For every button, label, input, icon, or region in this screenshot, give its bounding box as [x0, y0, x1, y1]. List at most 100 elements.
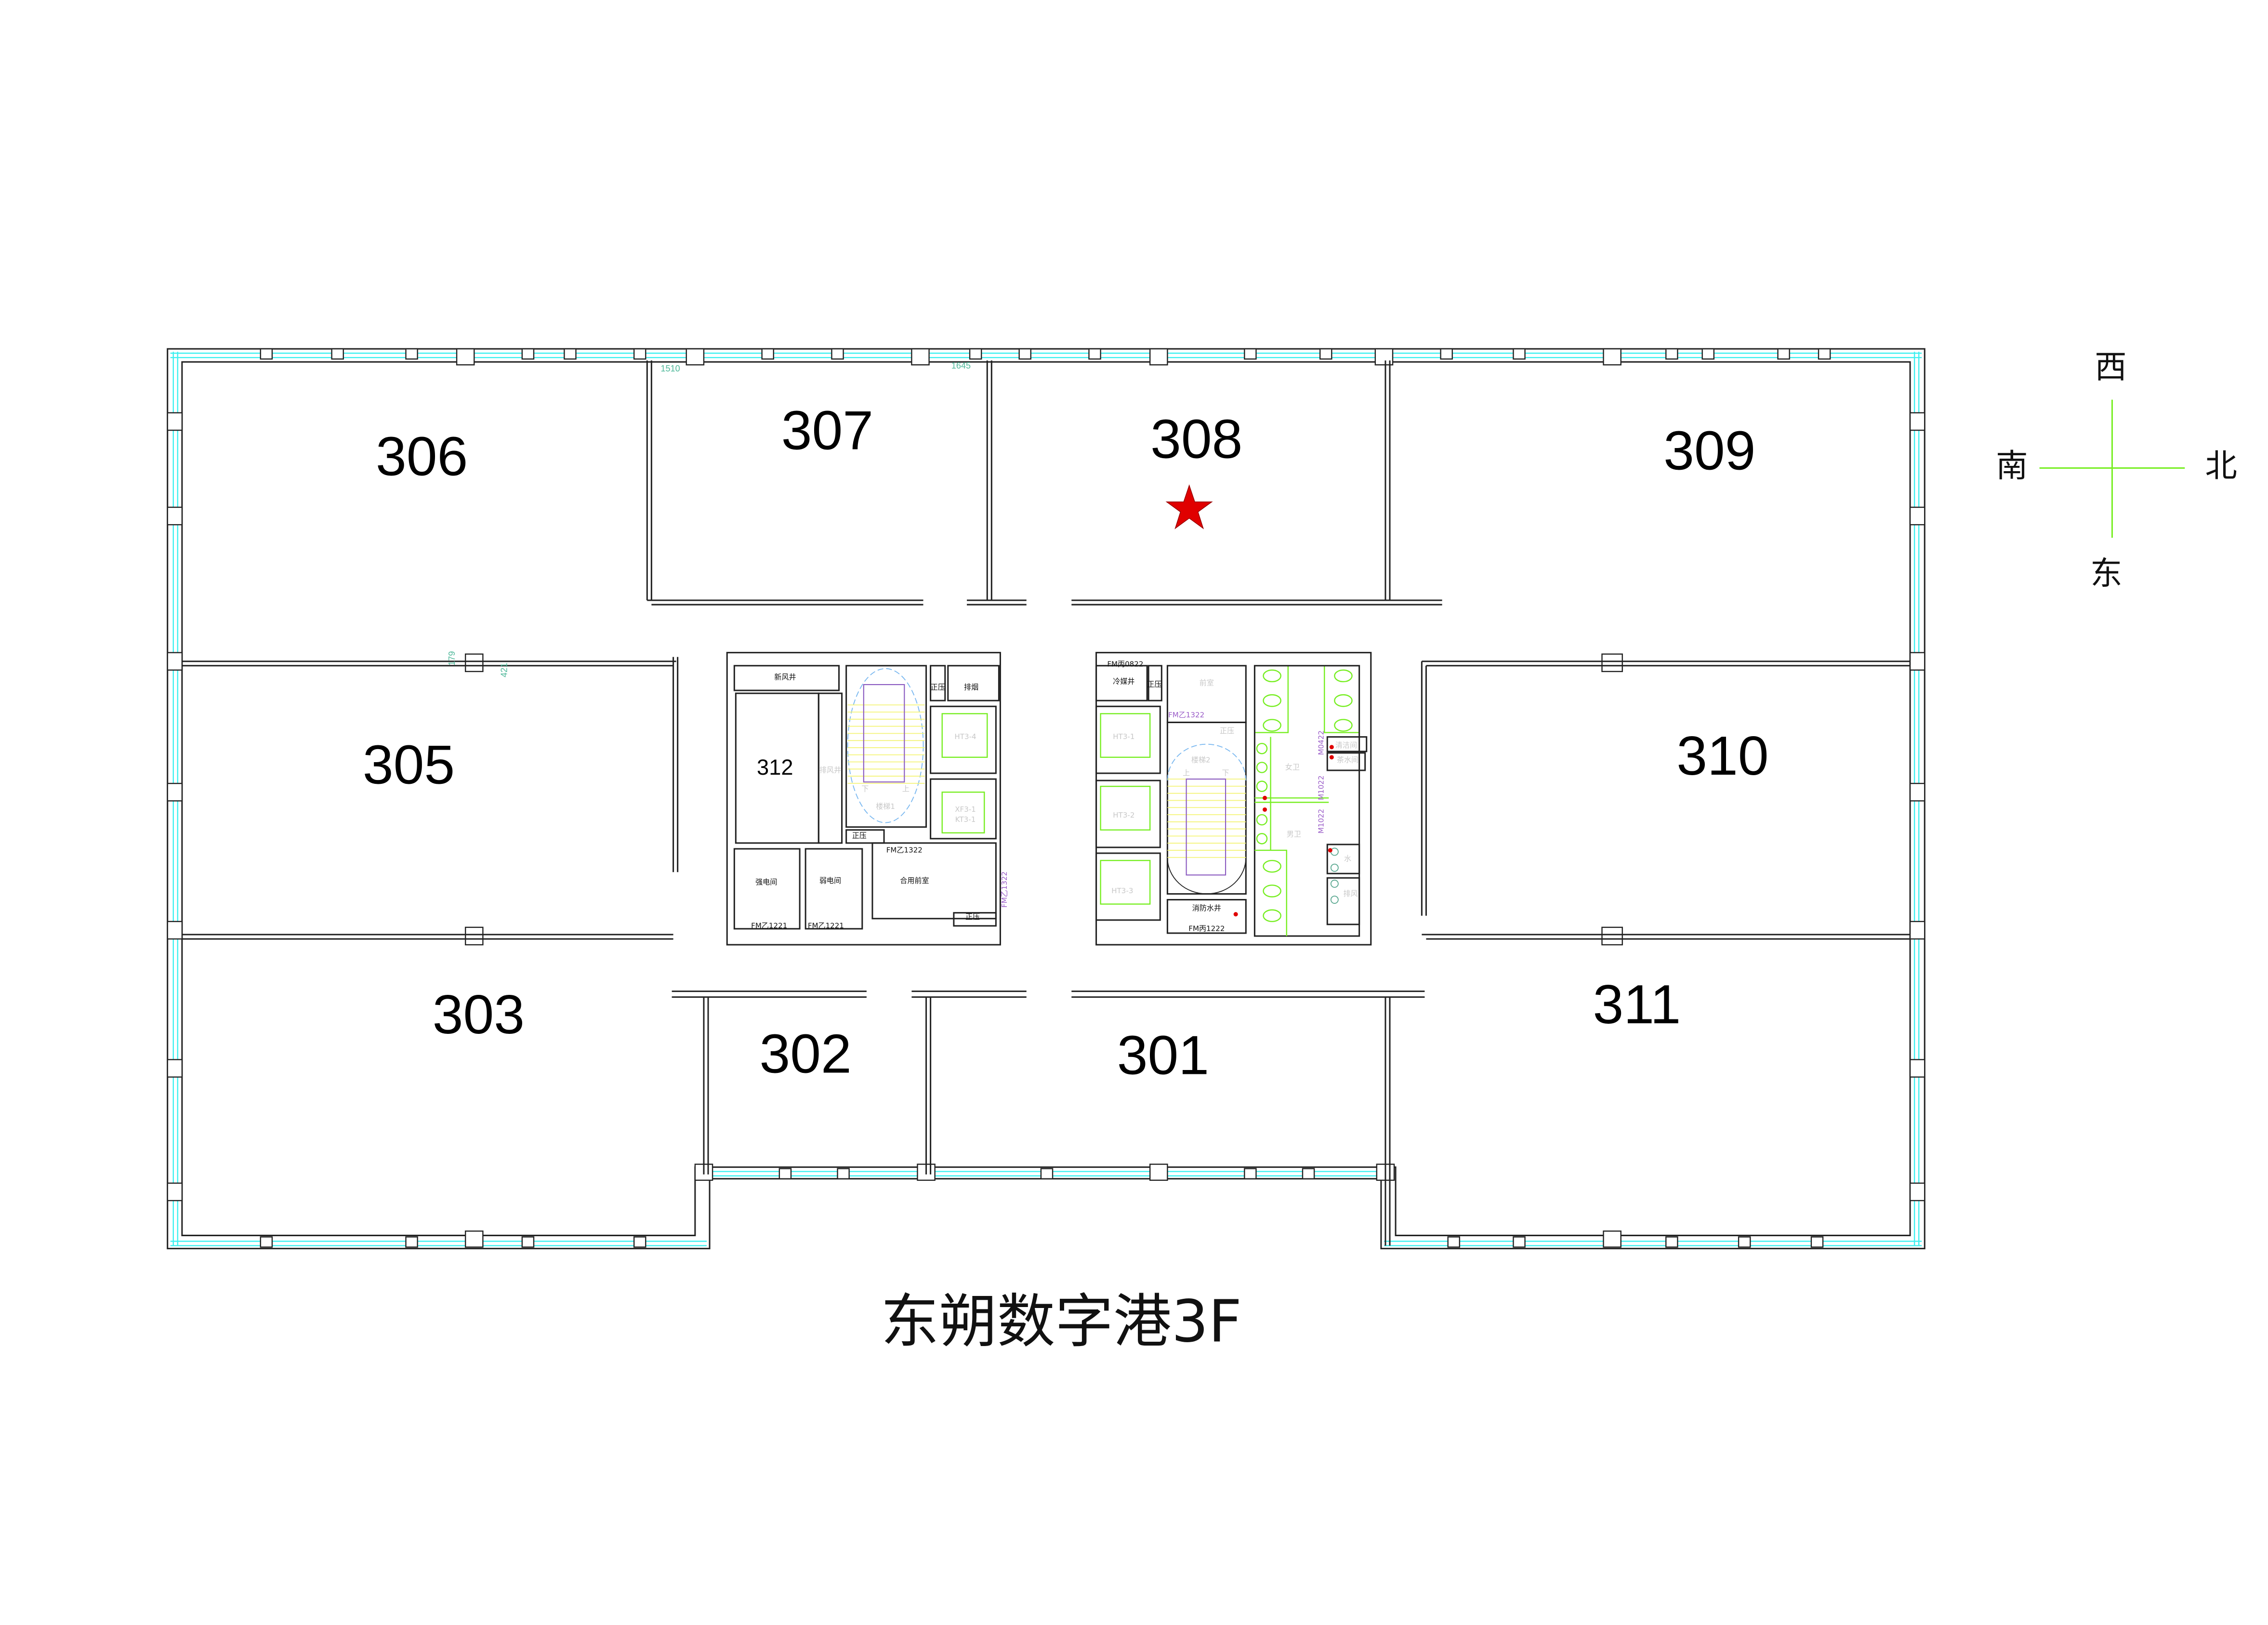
compass-east: 东 — [2090, 555, 2122, 592]
floor-drain-icon — [1263, 807, 1267, 812]
stair-up-label: 上 — [1183, 769, 1190, 778]
door-label: FM丙1222 — [1188, 924, 1225, 933]
sink-icon — [1256, 833, 1268, 845]
window-pier — [1440, 348, 1453, 360]
window-pier — [331, 348, 344, 360]
room-303[interactable]: 303 — [433, 984, 525, 1045]
stair-1-label: 楼梯1 — [876, 802, 895, 811]
window-pier — [521, 348, 535, 360]
urinal-icon — [1330, 879, 1339, 888]
dimension-421: 421 — [499, 663, 509, 677]
janitor-room-label: 清洁间 — [1335, 741, 1357, 750]
column — [167, 1059, 183, 1078]
window-pier — [1810, 1236, 1824, 1248]
column — [1909, 921, 1925, 940]
toilet-icon — [1263, 859, 1281, 873]
room-309[interactable]: 309 — [1663, 420, 1755, 482]
sink-icon — [1256, 780, 1268, 792]
window-pier — [405, 348, 418, 360]
window-pier — [761, 348, 774, 360]
toilet-icon — [1263, 694, 1281, 707]
sink-icon — [1256, 742, 1268, 754]
toilet-icon — [1334, 694, 1353, 707]
window-pier — [1319, 348, 1332, 360]
compass-south: 南 — [1996, 447, 2028, 485]
room-305[interactable]: 305 — [363, 734, 455, 795]
window-pier — [633, 348, 646, 360]
room-306[interactable]: 306 — [376, 426, 468, 488]
pressurization-label: 正压 — [1147, 680, 1161, 689]
right-core — [1095, 652, 1372, 946]
window-pier — [1244, 348, 1257, 360]
window-pier — [1665, 348, 1678, 360]
window-pier — [633, 1236, 646, 1248]
stair-down-label: 下 — [861, 785, 869, 793]
sink-icon — [1256, 814, 1268, 826]
dimension-179: 179 — [447, 651, 457, 666]
window-pier — [260, 1236, 273, 1248]
weak-electric-room-label: 弱电间 — [819, 876, 841, 885]
door-label: M1022 — [1317, 776, 1326, 800]
window-pier — [1447, 1236, 1461, 1248]
room-312[interactable]: 312 — [757, 755, 793, 779]
dimension-1645: 1645 — [951, 361, 971, 370]
left-core-labels: 新风井 排风井 正压 排烟 HT3-4 XF3-1 KT3-1 楼梯1 下 上 … — [751, 673, 1009, 930]
column — [1909, 412, 1925, 431]
floor-drain-icon — [1329, 745, 1334, 750]
compass-cross-icon — [2039, 399, 2185, 538]
urinal-icon — [1330, 896, 1339, 904]
floor-drain-icon — [1263, 795, 1267, 800]
column — [167, 921, 183, 940]
door-label: M1022 — [1317, 809, 1326, 833]
door-label: M0422 — [1317, 730, 1326, 755]
column — [167, 506, 183, 526]
room-labels: 306 307 308 309 305 310 303 302 301 311 … — [363, 399, 1769, 1086]
mens-restroom-label: 男卫 — [1287, 830, 1301, 838]
window-pier — [1777, 348, 1790, 360]
stair-up-label: 上 — [902, 785, 910, 793]
room-308[interactable]: 308 — [1150, 408, 1242, 470]
window-pier — [831, 348, 844, 360]
toilet-icon — [1263, 719, 1281, 732]
room-301[interactable]: 301 — [1117, 1025, 1209, 1086]
column — [456, 348, 475, 366]
toilet-icon — [1334, 669, 1353, 683]
toilet-icon — [1263, 669, 1281, 683]
room-307[interactable]: 307 — [781, 399, 873, 461]
elevator-xf3-1-label: XF3-1 — [955, 805, 976, 814]
column — [167, 1182, 183, 1202]
column — [1909, 506, 1925, 526]
room-302[interactable]: 302 — [760, 1023, 852, 1085]
room-311[interactable]: 311 — [1593, 974, 1681, 1035]
pressurization-label: 正压 — [852, 831, 867, 840]
refrigerant-shaft-label: 冷媒井 — [1113, 677, 1134, 686]
window-pier — [1513, 348, 1526, 360]
column — [464, 926, 484, 946]
window-pier — [1302, 1168, 1315, 1179]
stair-2-label: 楼梯2 — [1191, 755, 1211, 764]
door-label: FM乙1221 — [808, 921, 844, 930]
window-pier — [1665, 1236, 1678, 1248]
room-310[interactable]: 310 — [1676, 725, 1768, 787]
left-core — [726, 652, 1001, 946]
door-label: FM丙0822 — [1107, 660, 1143, 668]
floor-drain-icon — [1329, 755, 1334, 760]
column — [1909, 1059, 1925, 1078]
column — [1909, 1182, 1925, 1202]
toilet-icon — [1263, 909, 1281, 922]
window-pier — [405, 1236, 418, 1248]
compass-north: 北 — [2205, 447, 2237, 485]
stair-down-label: 下 — [1222, 769, 1229, 778]
shared-lobby-label: 合用前室 — [900, 876, 929, 885]
interior-walls — [182, 360, 1911, 1246]
column — [464, 653, 484, 673]
elevator-ht3-3-label: HT3-3 — [1111, 886, 1133, 895]
column — [1149, 1163, 1168, 1181]
window-pier — [1018, 348, 1032, 360]
dimension-labels: 1510 1645 179 421 — [447, 361, 971, 677]
tea-room-label: 茶水间 — [1337, 755, 1358, 764]
door-label: FM乙1322 — [1168, 711, 1204, 719]
window-pier — [837, 1168, 850, 1179]
water-label: 水 — [1344, 855, 1351, 863]
window-pier — [1040, 1168, 1054, 1179]
